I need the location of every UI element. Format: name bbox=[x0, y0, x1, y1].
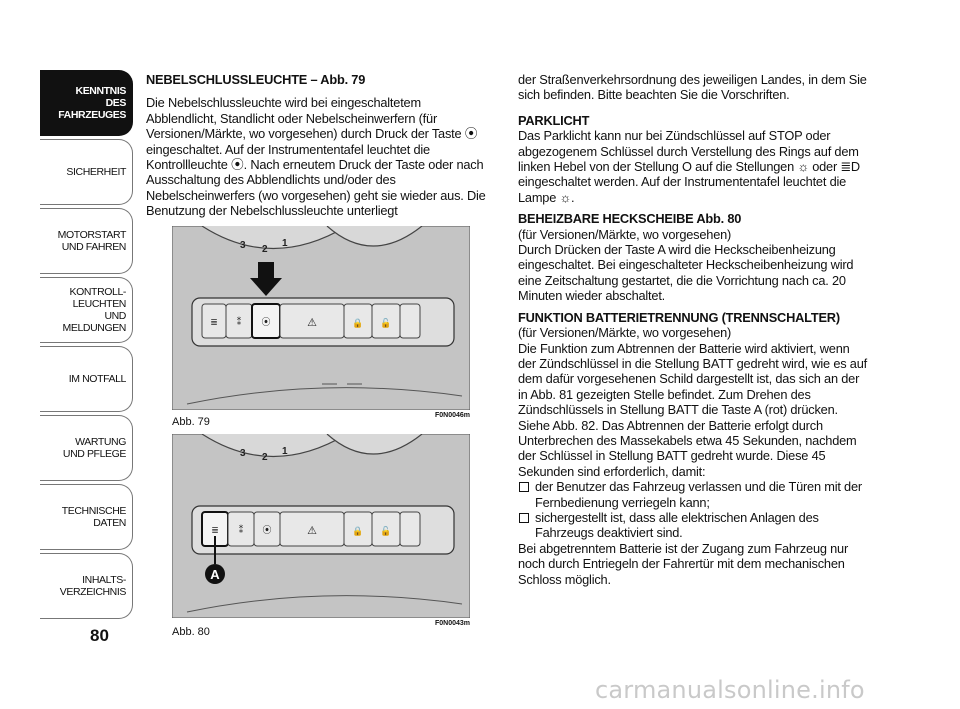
tab-motorstart[interactable]: MOTORSTART UND FAHREN bbox=[40, 208, 133, 274]
svg-text:⁑: ⁑ bbox=[237, 316, 242, 328]
svg-text:3: 3 bbox=[240, 448, 246, 459]
tab-im-notfall[interactable]: IM NOTFALL bbox=[40, 346, 133, 412]
section-heading-heckscheibe: BEHEIZBARE HECKSCHEIBE Abb. 80 bbox=[518, 211, 742, 227]
tab-wartung[interactable]: WARTUNG UND PFLEGE bbox=[40, 415, 133, 481]
figure-caption: Abb. 80 bbox=[172, 626, 210, 638]
continuation-text: der Straßenverkehrsordnung des jeweilige… bbox=[518, 72, 867, 103]
dashboard-fog-button-illustration: 3 2 1 ≣ ⁑ ⦿ ⚠ 🔒 🔓 bbox=[172, 226, 470, 410]
list-item: sichergestellt ist, dass alle elektrisch… bbox=[518, 510, 870, 541]
section-heading-parklicht: PARKLICHT bbox=[518, 112, 590, 128]
tab-label: SICHERHEIT bbox=[66, 166, 126, 178]
tab-label: WARTUNG UND PFLEGE bbox=[62, 436, 127, 460]
tab-label: INHALTS- VERZEICHNIS bbox=[59, 574, 127, 598]
tab-label: KONTROLL- LEUCHTEN UND MELDUNGEN bbox=[62, 286, 127, 334]
page-number: 80 bbox=[90, 626, 109, 645]
svg-text:🔒: 🔒 bbox=[352, 526, 363, 537]
tab-sicherheit[interactable]: SICHERHEIT bbox=[40, 139, 133, 205]
heckscheibe-text: Durch Drücken der Taste A wird die Hecks… bbox=[518, 242, 854, 304]
figure-79: 3 2 1 ≣ ⁑ ⦿ ⚠ 🔒 🔓 Abb. 79 F0N0046m bbox=[172, 226, 470, 434]
svg-text:🔓: 🔓 bbox=[380, 317, 391, 329]
svg-text:1: 1 bbox=[282, 446, 288, 457]
batterie-text: Die Funktion zum Abtrennen der Batterie … bbox=[518, 340, 867, 479]
figure-code: F0N0046m bbox=[434, 412, 470, 419]
section-heading-batterietrennung: FUNKTION BATTERIETRENNUNG (TRENNSCHALTER… bbox=[518, 309, 840, 325]
batterie-subtitle: (für Versionen/Märkte, wo vorgesehen) bbox=[518, 325, 732, 341]
tab-kontrollleuchten[interactable]: KONTROLL- LEUCHTEN UND MELDUNGEN bbox=[40, 277, 133, 343]
svg-text:3: 3 bbox=[240, 240, 246, 251]
right-column: der Straßenverkehrsordnung des jeweilige… bbox=[518, 72, 870, 587]
dashboard-rear-heater-button-illustration: 3 2 1 ≣ ⁑ ⦿ ⚠ 🔒 🔓 A bbox=[172, 434, 470, 618]
svg-text:1: 1 bbox=[282, 238, 288, 249]
svg-text:🔓: 🔓 bbox=[380, 525, 391, 537]
svg-text:⚠: ⚠ bbox=[307, 316, 317, 329]
figure-caption: Abb. 79 bbox=[172, 416, 210, 428]
svg-text:⚠: ⚠ bbox=[307, 524, 317, 537]
svg-text:2: 2 bbox=[262, 244, 268, 255]
figure-80: 3 2 1 ≣ ⁑ ⦿ ⚠ 🔒 🔓 A Abb. 80 F0N0043m bbox=[172, 434, 470, 638]
heckscheibe-subtitle: (für Versionen/Märkte, wo vorgesehen) bbox=[518, 226, 732, 242]
svg-text:⦿: ⦿ bbox=[261, 317, 270, 328]
svg-text:≣: ≣ bbox=[211, 526, 219, 536]
list-item: der Benutzer das Fahrzeug verlassen und … bbox=[518, 479, 870, 510]
nebelschlussleuchte-text: Die Nebelschlussleuchte wird bei eingesc… bbox=[146, 95, 486, 219]
section-heading-nebelschlussleuchte: NEBELSCHLUSSLEUCHTE – Abb. 79 bbox=[146, 72, 366, 87]
svg-text:2: 2 bbox=[262, 452, 268, 463]
batterie-outro-text: Bei abgetrenntem Batterie ist der Zugang… bbox=[518, 540, 849, 587]
svg-text:⦿: ⦿ bbox=[262, 525, 271, 536]
figure-code: F0N0043m bbox=[434, 620, 470, 627]
parklicht-text: Das Parklicht kann nur bei Zündschlüssel… bbox=[518, 128, 860, 205]
watermark: carmanualsonline.info bbox=[595, 676, 865, 704]
tab-label: IM NOTFALL bbox=[68, 373, 127, 385]
callout-a-label: A bbox=[210, 567, 220, 582]
tab-inhaltsverzeichnis[interactable]: INHALTS- VERZEICHNIS bbox=[40, 553, 133, 619]
tab-kenntnis[interactable]: KENNTNIS DES FAHRZEUGES bbox=[40, 70, 133, 136]
tab-label: TECHNISCHE DATEN bbox=[61, 505, 127, 529]
tab-label: KENNTNIS DES FAHRZEUGES bbox=[58, 85, 126, 121]
svg-text:⁑: ⁑ bbox=[239, 524, 244, 536]
tab-label: MOTORSTART UND FAHREN bbox=[57, 229, 127, 253]
left-column: NEBELSCHLUSSLEUCHTE – Abb. 79 Die Nebels… bbox=[146, 72, 491, 219]
tab-technische-daten[interactable]: TECHNISCHE DATEN bbox=[40, 484, 133, 550]
svg-text:🔒: 🔒 bbox=[352, 318, 363, 329]
checkbox-bullet-icon bbox=[519, 482, 529, 493]
checkbox-bullet-icon bbox=[519, 512, 529, 523]
svg-text:≣: ≣ bbox=[210, 318, 218, 328]
